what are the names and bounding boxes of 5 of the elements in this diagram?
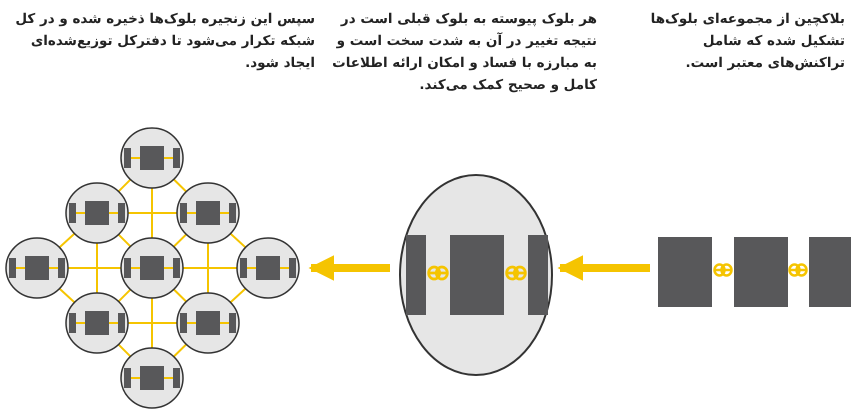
caption-text: بلاکچین از مجموعه‌ای بلوک‌ها تشکیل شده که شامل تراکنش‌های معتبر است. <box>650 10 845 73</box>
arrow <box>308 255 390 281</box>
caption-text: سپس این زنجیره بلوک‌ها ذخیره شده و در کل شبکه تکرار می‌شود تا دفترکل توزیع‌شده‌ای ایجاد شود. <box>15 10 315 73</box>
caption-text: هر بلوک پیوسته به بلوک قبلی است در نتیجه تغییر در آن به شدت سخت است و به مبارزه با فساد و امکان ارائه اطلاعات کامل و صحیح کمک می‌کند. <box>331 10 597 95</box>
arrow <box>557 255 650 281</box>
